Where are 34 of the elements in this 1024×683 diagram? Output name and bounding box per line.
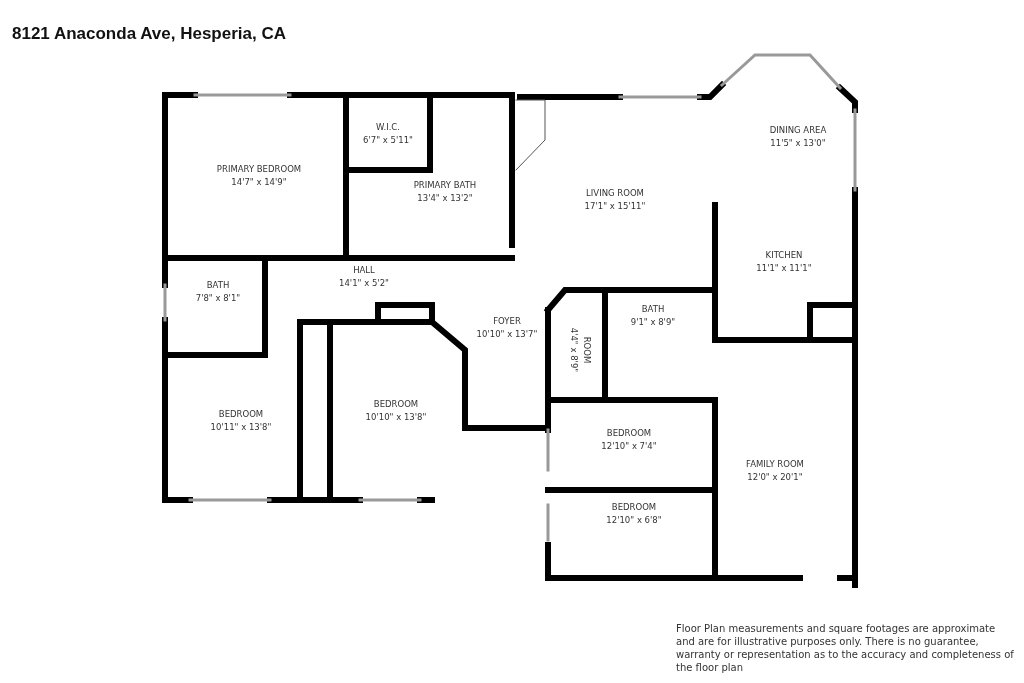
room-name: BEDROOM — [372, 398, 420, 411]
address-title: 8121 Anaconda Ave, Hesperia, CA — [12, 24, 286, 44]
room-name: W.I.C. — [375, 121, 401, 134]
room-name: HALL — [352, 264, 376, 277]
room-name: BATH — [205, 279, 231, 292]
room-name: FOYER — [492, 315, 522, 328]
room-dimensions: 10'11" x 13'8" — [209, 421, 273, 434]
room-dimensions: 10'10" x 13'8" — [364, 411, 428, 424]
room-dimensions: 9'1" x 8'9" — [629, 316, 677, 329]
room-dimensions: 7'8" x 8'1" — [194, 292, 242, 305]
room-dimensions: 4'4" x 8'9" — [568, 326, 580, 375]
room-name: PRIMARY BATH — [412, 179, 478, 192]
room-dimensions: 10'10" x 13'7" — [475, 328, 539, 341]
disclaimer-note: Floor Plan measurements and square footages are approximate and are for illustrative purposes only. There is no guarantee, warranty or representation as to the accuracy and completeness of the floor plan — [676, 622, 1015, 674]
room-dimensions: 14'1" x 5'2" — [338, 277, 390, 290]
room-dimensions: 6'7" x 5'11" — [362, 134, 414, 147]
room-dimensions: 11'1" x 11'1" — [755, 262, 813, 275]
room-dimensions: 12'10" x 7'4" — [600, 440, 658, 453]
room-name: ROOM — [581, 335, 593, 366]
room-dimensions: 12'10" x 6'8" — [605, 514, 663, 527]
room-dimensions: 11'5" x 13'0" — [769, 137, 827, 150]
room-dimensions: 13'4" x 13'2" — [416, 192, 474, 205]
room-name: DINING AREA — [768, 124, 828, 137]
room-name: BEDROOM — [217, 408, 265, 421]
room-dimensions: 12'0" x 20'1" — [746, 471, 804, 484]
room-name: FAMILY ROOM — [745, 458, 805, 471]
room-dimensions: 14'7" x 14'9" — [230, 176, 288, 189]
room-dimensions: 17'1" x 15'11" — [583, 200, 647, 213]
room-name: BEDROOM — [605, 427, 653, 440]
room-name: BEDROOM — [610, 501, 658, 514]
room-name: LIVING ROOM — [585, 187, 645, 200]
room-name: KITCHEN — [764, 249, 804, 262]
room-name: PRIMARY BEDROOM — [215, 163, 303, 176]
room-name: BATH — [640, 303, 666, 316]
